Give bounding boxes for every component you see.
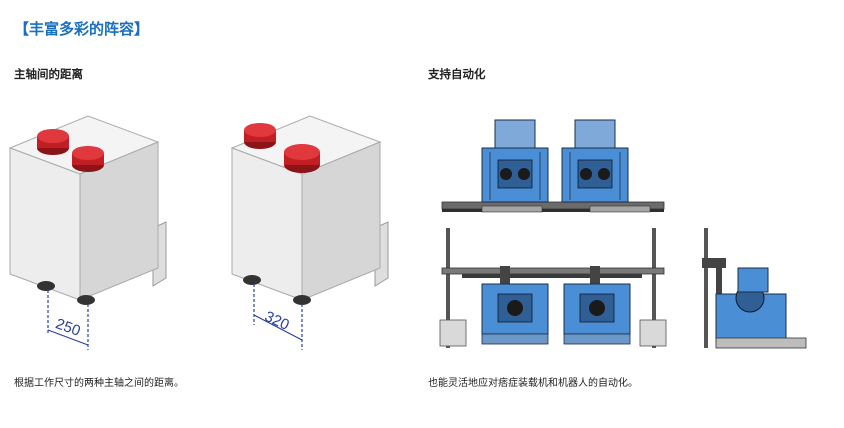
spindle-cap <box>72 146 104 172</box>
dimension-label-250: 250 <box>53 315 82 340</box>
subtitle-automation: 支持自动化 <box>428 67 486 81</box>
subtitle-spindle-distance: 主轴间的距离 <box>14 67 83 81</box>
spindle-cap <box>284 144 320 173</box>
spindle-cap <box>37 129 69 155</box>
machine-illustration-250: 250 <box>8 115 167 350</box>
caption-automation: 也能灵活地应对痞症装载机和机器人的自动化。 <box>428 378 638 389</box>
dimension-label-320: 320 <box>262 308 292 334</box>
caption-spindle-distance: 根据工作尺寸的两种主轴之间的距离。 <box>14 378 184 389</box>
section-title: 【丰富多彩的阵容】 <box>14 20 150 38</box>
automation-gantry-bottom <box>439 228 667 348</box>
spindle-cap <box>244 123 276 149</box>
automation-gantry-top <box>441 119 665 213</box>
machine-illustration-320: 320 <box>230 115 389 350</box>
automation-robot-side <box>702 228 807 349</box>
